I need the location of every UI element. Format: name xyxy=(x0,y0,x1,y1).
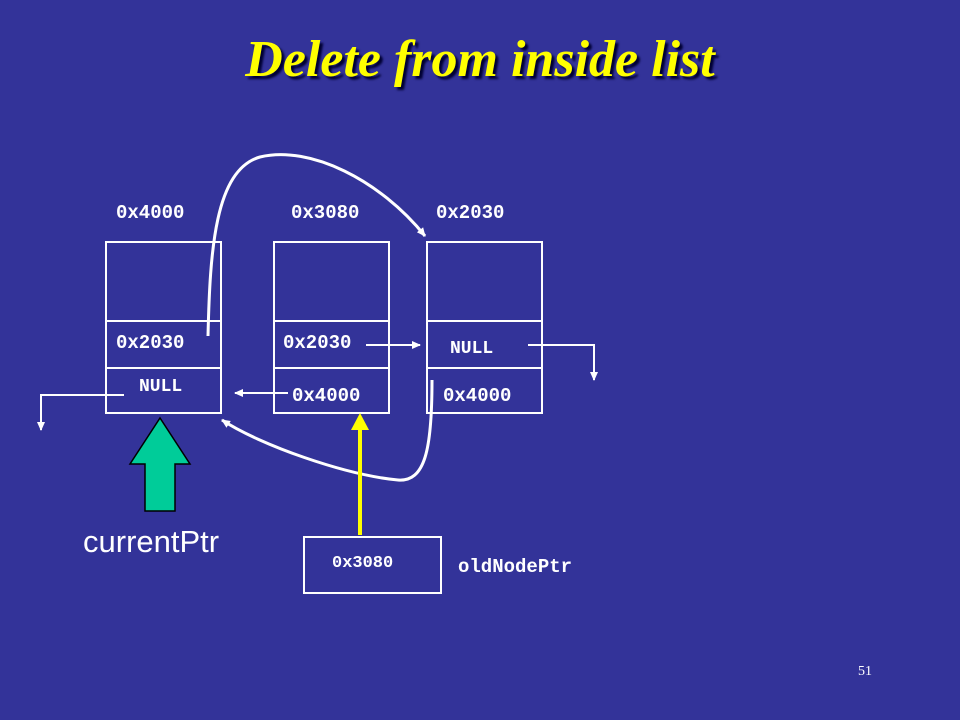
node-address-1: 0x4000 xyxy=(116,202,185,224)
node-3-next-field: NULL xyxy=(428,322,541,369)
slide-title: Delete from inside list xyxy=(245,31,715,88)
old-node-ptr-label: oldNodePtr xyxy=(458,556,573,578)
node-1-data-field xyxy=(107,243,220,322)
node-address-2: 0x3080 xyxy=(291,202,360,224)
old-node-ptr-value: 0x3080 xyxy=(332,554,394,573)
current-ptr-label: currentPtr xyxy=(83,524,220,559)
node-address-3: 0x2030 xyxy=(436,202,505,224)
page-number: 51 xyxy=(858,664,872,679)
node-1-prev-field: NULL xyxy=(139,377,183,397)
node-2-prev-field: 0x4000 xyxy=(292,385,361,407)
node-3-data-field xyxy=(428,243,541,322)
list-node-3: NULL 0x4000 xyxy=(426,241,543,414)
old-node-ptr-arrow-head xyxy=(351,413,369,430)
current-ptr-arrow xyxy=(128,416,192,512)
node-1-next-field: 0x2030 xyxy=(107,322,220,369)
node-3-null-next-arrow xyxy=(528,344,598,381)
node-2-data-field xyxy=(275,243,388,322)
old-node-ptr-box: 0x3080 xyxy=(303,536,442,594)
list-node-1: 0x2030 NULL xyxy=(105,241,222,414)
list-node-2: 0x2030 0x4000 xyxy=(273,241,390,414)
node-3-prev-field: 0x4000 xyxy=(443,385,512,407)
node-3-prev-curve-arrow xyxy=(221,379,434,482)
node-1-null-prev-arrow xyxy=(37,394,124,431)
node-1-next-curve-arrow xyxy=(206,153,427,337)
node-2-next-field: 0x2030 xyxy=(275,322,388,369)
